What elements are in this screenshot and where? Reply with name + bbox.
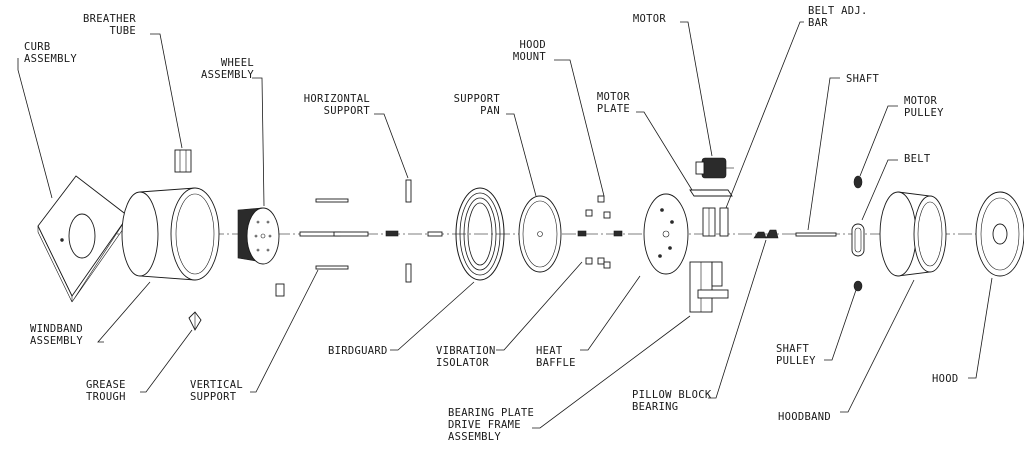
pillow-block-bearing-label-line: PILLOW BLOCK (632, 389, 712, 401)
shaft-label-line: SHAFT (846, 73, 879, 85)
bearing-plate-drive-frame-assembly-label-line: DRIVE FRAME (448, 419, 521, 431)
support-pan-part (518, 195, 562, 273)
windband-assembly-label-line: ASSEMBLY (30, 335, 83, 347)
shaft-label: SHAFT (846, 73, 879, 85)
birdguard-label: BIRDGUARD (328, 345, 388, 357)
small-bracket-part (275, 283, 285, 297)
heat-baffle-label-line: HEAT (536, 345, 563, 357)
horizontal-support-label-line: SUPPORT (324, 105, 371, 117)
bearing-plate-drive-frame-assembly-label-line: BEARING PLATE (448, 407, 534, 419)
motor-pulley-part (853, 175, 863, 189)
birdguard-label-line: BIRDGUARD (328, 345, 388, 357)
motor-part (695, 157, 734, 179)
hoodband-label-line: HOODBAND (778, 411, 831, 423)
curb-assembly-label-line: CURB (24, 41, 51, 53)
shaft-pulley-label-line: PULLEY (776, 355, 816, 367)
bearing-plate-drive-frame-assembly-label-line: ASSEMBLY (448, 431, 501, 443)
support-pan-label-line: PAN (480, 105, 500, 117)
vertical-support-label-line: SUPPORT (190, 391, 237, 403)
grease-trough-part (188, 311, 202, 331)
vertical-support-label-line: VERTICAL (190, 379, 243, 391)
motor-pulley-label-line: PULLEY (904, 107, 944, 119)
pillow-block-bearing-label-line: BEARING (632, 401, 678, 413)
motor-plate-part (689, 189, 733, 237)
belt-label-line: BELT (904, 153, 931, 165)
heat-baffle-part (643, 193, 689, 275)
hood-mount-label-line: HOOD (520, 39, 547, 51)
shaft-pulley-part (853, 280, 863, 292)
hood-label-line: HOOD (932, 373, 959, 385)
belt-adj-bar-label-line: BELT ADJ. (808, 5, 868, 17)
pillow-block-part (753, 229, 779, 239)
support-pan-label-line: SUPPORT (454, 93, 501, 105)
support-rails-part (299, 179, 443, 283)
isolator-parts (577, 195, 623, 269)
breather-tube-part (174, 149, 192, 173)
belt-adj-bar-label-line: BAR (808, 17, 828, 29)
vibration-isolator-label-line: VIBRATION (436, 345, 496, 357)
windband-assembly-label-line: WINDBAND (30, 323, 83, 335)
wheel-assembly-label-line: WHEEL (221, 57, 254, 69)
motor-label-line: MOTOR (633, 13, 666, 25)
breather-tube-label-line: TUBE (110, 25, 137, 37)
hoodband-part (879, 191, 947, 277)
leader-lines (17, 21, 993, 429)
belt-adj-bar-label: BELT ADJ.BAR (808, 5, 868, 29)
motor-label: MOTOR (633, 13, 666, 25)
drive-frame-part (689, 261, 729, 313)
belt-label: BELT (904, 153, 931, 165)
wheel-assembly-label-line: ASSEMBLY (201, 69, 254, 81)
hood-mount-label-line: MOUNT (513, 51, 546, 63)
horizontal-support-label-line: HORIZONTAL (304, 93, 370, 105)
grease-trough-label-line: TROUGH (86, 391, 126, 403)
motor-plate-label-line: MOTOR (597, 91, 630, 103)
heat-baffle-label-line: BAFFLE (536, 357, 576, 369)
vibration-isolator-label-line: ISOLATOR (436, 357, 489, 369)
breather-tube-label-line: BREATHER (83, 13, 136, 25)
hood-part (975, 191, 1024, 277)
belt-part (851, 223, 865, 257)
shaft-pulley-label-line: SHAFT (776, 343, 809, 355)
wheel-part (237, 207, 280, 265)
hood-label: HOOD (932, 373, 959, 385)
shaft-part (795, 232, 837, 237)
motor-plate-label-line: PLATE (597, 103, 630, 115)
hoodband-label: HOODBAND (778, 411, 831, 423)
grease-trough-label-line: GREASE (86, 379, 126, 391)
windband-part (121, 187, 220, 281)
motor-pulley-label-line: MOTOR (904, 95, 937, 107)
birdguard-part (455, 187, 505, 281)
curb-assembly-label-line: ASSEMBLY (24, 53, 77, 65)
